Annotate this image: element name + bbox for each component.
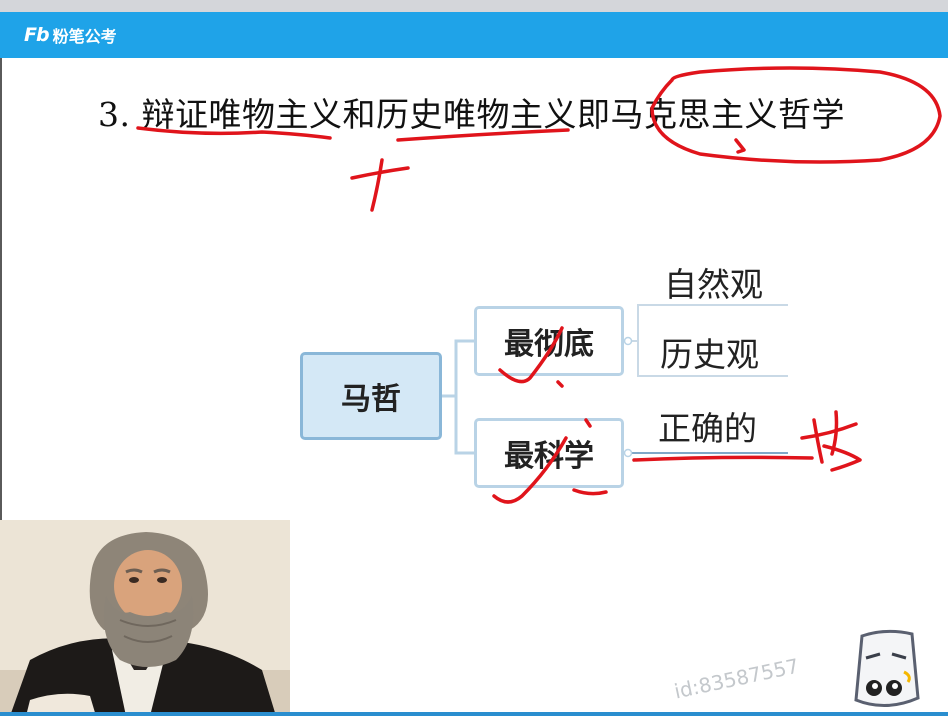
mindmap-root-node: 马哲	[300, 352, 442, 440]
left-border	[0, 58, 2, 716]
logo-mark: Fb	[24, 24, 50, 46]
slide-title: 3. 辩证唯物主义和历史唯物主义即马克思主义哲学	[98, 95, 845, 134]
karl-marx-portrait	[0, 520, 290, 716]
mindmap-branch-most-thorough: 最彻底	[474, 306, 624, 376]
logo-text: 粉笔公考	[52, 27, 117, 46]
mindmap-leaf-history-view: 历史观	[660, 335, 759, 374]
cartoon-mascot-icon	[854, 629, 920, 708]
fenbi-logo: Fb 粉笔公考	[24, 23, 117, 47]
user-id-watermark: id:83587557	[672, 653, 802, 704]
bottom-bar	[0, 712, 948, 716]
app-header: Fb 粉笔公考	[0, 12, 948, 58]
mindmap-leaf-correct: 正确的	[658, 409, 757, 448]
mindmap-branch-most-scientific: 最科学	[474, 418, 624, 488]
window-top-strip	[0, 0, 948, 12]
mindmap-leaf-nature-view: 自然观	[664, 265, 763, 304]
